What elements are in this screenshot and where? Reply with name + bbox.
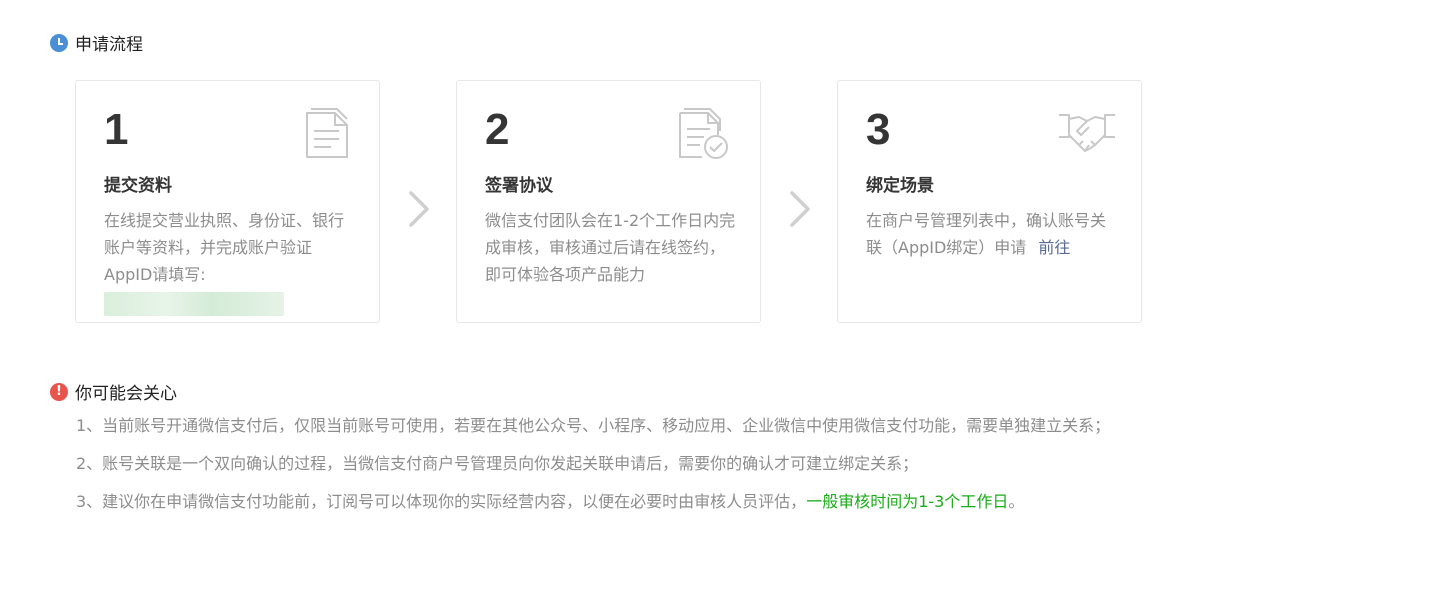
list-item: 3、建议你在申请微信支付功能前，订阅号可以体现你的实际经营内容，以便在必要时由审… [76, 488, 1110, 526]
review-time-highlight: 一般审核时间为1-3个工作日 [806, 492, 1009, 511]
goto-link[interactable]: 前往 [1038, 238, 1071, 257]
step-description: 在商户号管理列表中，确认账号关联（AppID绑定）申请前往 [866, 207, 1121, 261]
step-desc-text: 在线提交营业执照、身份证、银行账户等资料，并完成账户验证 [104, 211, 345, 257]
concerns-list: 1、当前账号开通微信支付后，仅限当前账号可使用，若要在其他公众号、小程序、移动应… [76, 412, 1110, 526]
step-number: 3 [866, 105, 891, 154]
process-title: 申请流程 [75, 35, 143, 55]
concerns-section-title: ! 你可能会关心 [50, 379, 177, 404]
clock-icon [50, 33, 68, 52]
step-title: 提交资料 [104, 176, 172, 196]
step-description: 在线提交营业执照、身份证、银行账户等资料，并完成账户验证 AppID请填写: [104, 207, 359, 316]
handshake-icon [1057, 111, 1117, 161]
concerns-title: 你可能会关心 [75, 384, 177, 404]
note-suffix: 。 [1008, 492, 1025, 511]
process-section-title: 申请流程 [50, 30, 143, 55]
step-card-1: 1 提交资料 在线提交营业执照、身份证、银行账户等资料，并完成账户验证 AppI… [75, 80, 380, 323]
step-description: 微信支付团队会在1-2个工作日内完成审核，审核通过后请在线签约，即可体验各项产品… [485, 211, 736, 284]
step-card-2: 2 签署协议 微信支付团队会在1-2个工作日内完成审核，审核通过后请在线签约，即… [456, 80, 761, 323]
step-number: 1 [104, 105, 129, 154]
step-number: 2 [485, 105, 510, 154]
appid-label: AppID请填写: [104, 265, 206, 284]
chevron-right-icon [789, 190, 811, 232]
list-item: 2、账号关联是一个双向确认的过程，当微信支付商户号管理员向你发起关联申请后，需要… [76, 454, 919, 473]
document-check-icon [678, 107, 730, 163]
chevron-right-icon [408, 190, 430, 232]
alert-icon: ! [50, 382, 68, 401]
note-text: 3、建议你在申请微信支付功能前，订阅号可以体现你的实际经营内容，以便在必要时由审… [76, 492, 807, 511]
list-item: 1、当前账号开通微信支付后，仅限当前账号可使用，若要在其他公众号、小程序、移动应… [76, 416, 1111, 435]
step-title: 签署协议 [485, 176, 553, 196]
document-icon [305, 107, 349, 163]
step-desc-text: 在商户号管理列表中，确认账号关联（AppID绑定）申请 [866, 211, 1107, 257]
step-card-3: 3 绑定场景 在商户号管理列表中，确认账号关联（AppID绑定）申请前往 [837, 80, 1142, 323]
appid-redacted-value [104, 292, 284, 316]
step-title: 绑定场景 [866, 176, 934, 196]
